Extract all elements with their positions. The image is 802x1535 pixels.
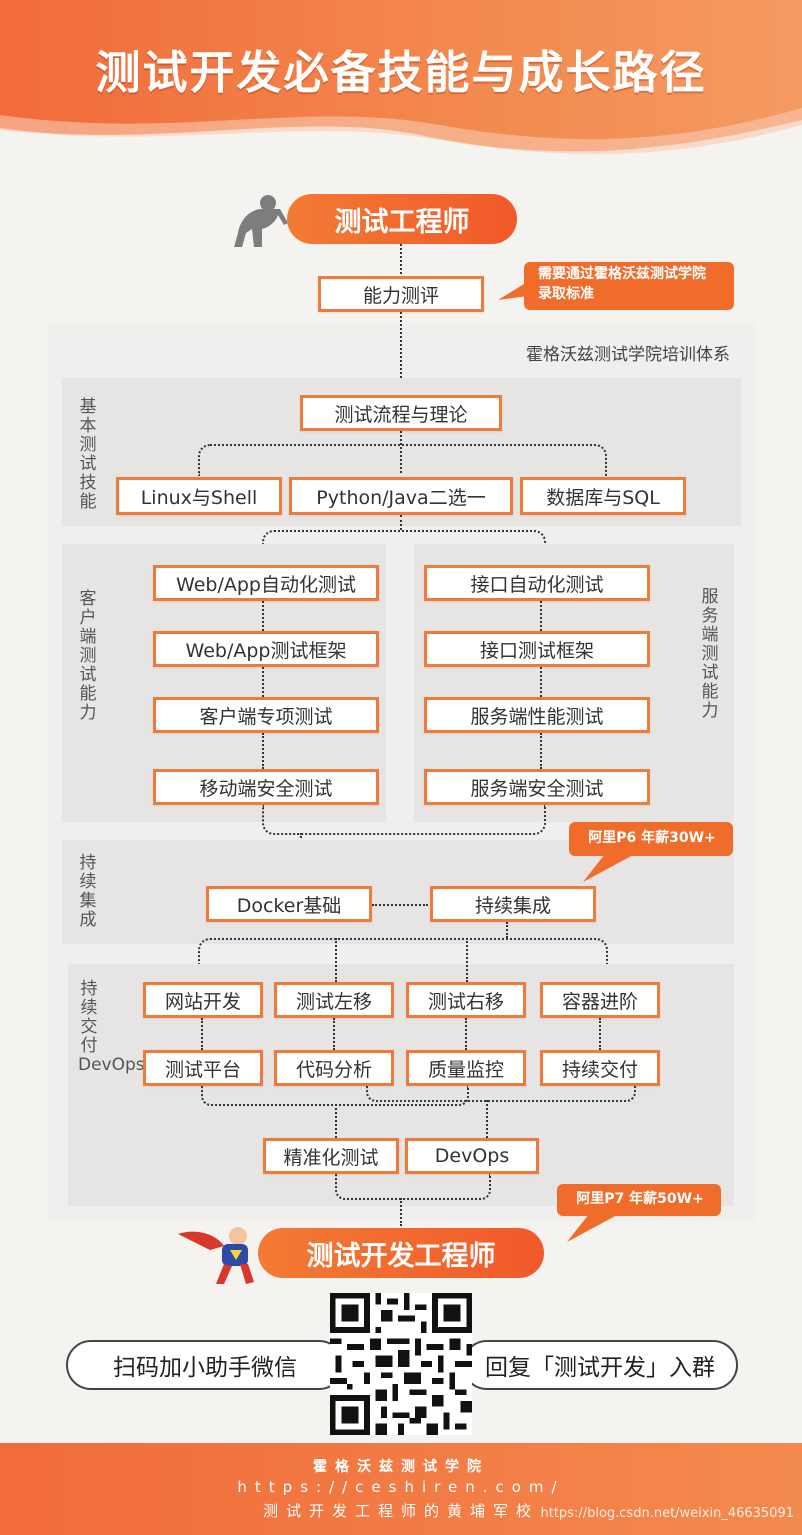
linux-box: Linux与Shell [116, 477, 282, 515]
connector [400, 431, 402, 473]
devops-r1-4: 容器进阶 [540, 982, 660, 1018]
server-step-2: 接口测试框架 [424, 631, 650, 667]
system-label: 霍格沃兹测试学院培训体系 [526, 345, 730, 365]
connector [400, 312, 402, 394]
theory-box: 测试流程与理论 [300, 395, 502, 431]
connector [262, 805, 546, 835]
connector [262, 733, 264, 769]
server-step-4: 服务端安全测试 [424, 769, 650, 805]
connector [262, 601, 264, 631]
connector [400, 244, 402, 274]
connector [335, 938, 337, 982]
devops-r2-4: 持续交付 [540, 1050, 660, 1086]
ci-box: 持续集成 [430, 886, 596, 922]
client-step-1: Web/App自动化测试 [153, 565, 379, 601]
connector [335, 1174, 491, 1200]
p6-note: 阿里P6 年薪30W+ [588, 830, 716, 846]
precise-test-box: 精准化测试 [263, 1138, 399, 1174]
footer-url[interactable]: https://ceshiren.com/ [237, 1478, 565, 1496]
watermark: https://blog.csdn.net/weixin_46635091 [540, 1506, 794, 1521]
devops-r1-2: 测试左移 [274, 982, 394, 1018]
p6-note-bubble [569, 822, 733, 882]
client-step-4: 移动端安全测试 [153, 769, 379, 805]
connector [400, 1198, 402, 1226]
footer-org: 霍格沃兹测试学院 [313, 1459, 489, 1475]
connector [540, 733, 542, 769]
basic-skills-label: 基本测试技能 [79, 397, 97, 512]
devops-r1-3: 测试右移 [406, 982, 526, 1018]
superhero-icon [178, 1227, 254, 1284]
start-role-pill: 测试工程师 [287, 194, 517, 244]
devops-r2-2: 代码分析 [274, 1050, 394, 1086]
connector [506, 922, 508, 938]
assessment-note: 需要通过霍格沃兹测试学院录取标准 [538, 266, 706, 302]
ape-icon [234, 195, 288, 247]
devops-label: 持续交付DevOps [78, 979, 145, 1075]
assessment-box: 能力测评 [318, 276, 484, 312]
connector [198, 938, 608, 980]
client-step-3: 客户端专项测试 [153, 697, 379, 733]
python-box: Python/Java二选一 [289, 477, 513, 515]
connector [335, 1104, 337, 1138]
devops-r1-1: 网站开发 [143, 982, 263, 1018]
connector [333, 1018, 335, 1050]
db-box: 数据库与SQL [520, 477, 686, 515]
server-label: 服务端测试能力 [701, 587, 719, 721]
assessment-note-bubble [498, 262, 734, 310]
footer-slogan: 测试开发工程师的黄埔军校 [262, 1502, 539, 1520]
end-role-pill: 测试开发工程师 [258, 1228, 544, 1278]
devops-r2-1: 测试平台 [143, 1050, 263, 1086]
connector [366, 1086, 636, 1102]
connector [486, 1100, 488, 1138]
docker-box: Docker基础 [206, 886, 372, 922]
qr-code[interactable] [330, 1293, 472, 1435]
page-title: 测试开发必备技能与成长路径 [95, 46, 707, 99]
banner-wave [0, 108, 802, 180]
connector [540, 667, 542, 697]
connector [540, 601, 542, 631]
connector [400, 515, 402, 530]
client-label: 客户端测试能力 [79, 589, 97, 723]
qr-left-pill: 扫码加小助手微信 [66, 1340, 344, 1390]
connector [465, 1018, 467, 1050]
connector [262, 667, 264, 697]
connector [198, 444, 607, 476]
ci-label: 持续集成 [79, 853, 97, 930]
server-step-1: 接口自动化测试 [424, 565, 650, 601]
footer [0, 1443, 802, 1535]
connector [201, 1018, 203, 1050]
connector [599, 1018, 601, 1050]
qr-right-pill: 回复「测试开发」入群 [462, 1340, 738, 1390]
p7-note-bubble [557, 1184, 721, 1242]
client-step-2: Web/App测试框架 [153, 631, 379, 667]
server-step-3: 服务端性能测试 [424, 697, 650, 733]
connector [372, 904, 428, 906]
devops-box: DevOps [405, 1138, 539, 1174]
p7-note: 阿里P7 年薪50W+ [576, 1191, 704, 1207]
devops-r2-3: 质量监控 [406, 1050, 526, 1086]
connector [466, 938, 468, 982]
